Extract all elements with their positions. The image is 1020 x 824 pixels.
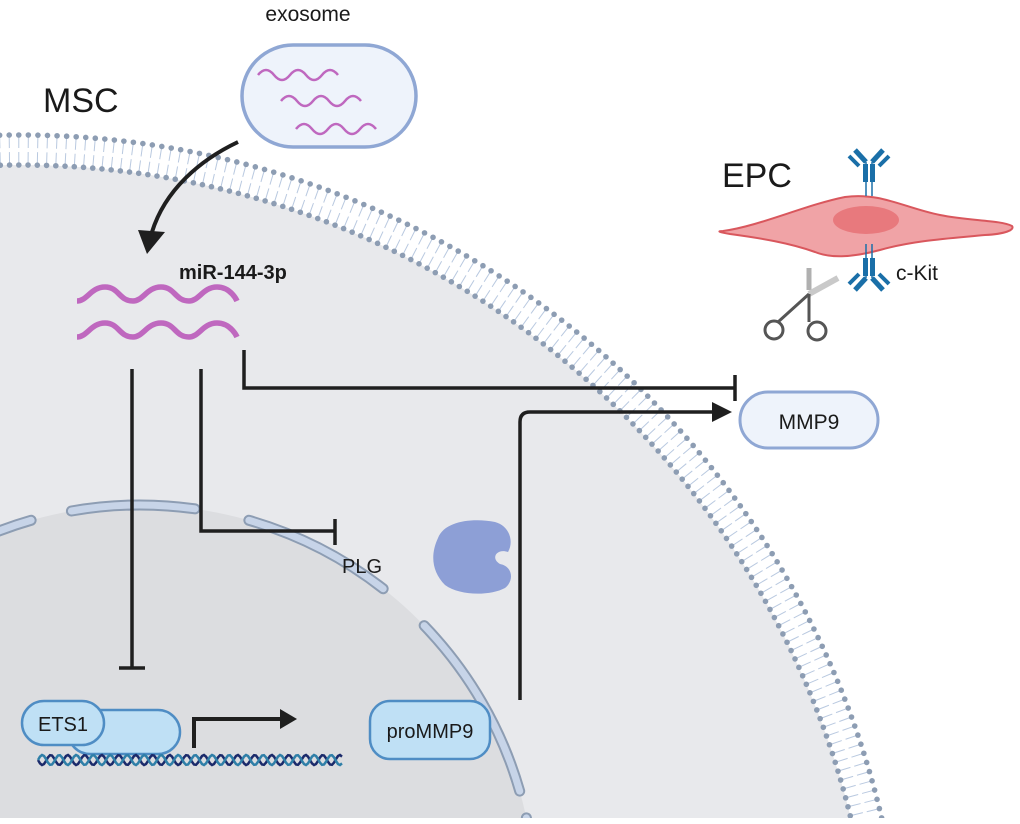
prommp9-label: proMMP9 [387,721,474,743]
transcription-arrowhead [280,709,297,729]
dna-helix-icon [36,753,343,767]
plasminogen-protein-icon [433,520,512,594]
inhibition-ets1 [119,369,145,670]
exosome-vesicle-icon [240,43,418,149]
mirna-label: miR-144-3p [179,262,287,284]
prommp9-protein: proMMP9 [368,699,492,761]
exosome-label: exosome [265,3,350,26]
lipid-bilayer-icon [0,132,885,818]
delivery-arrowhead [138,230,165,254]
antibody-receptor-icon [847,244,891,292]
mmp9-label: MMP9 [779,411,840,434]
ets1-complex: ETS1 [20,699,182,756]
ets1-label: ETS1 [38,714,88,736]
plg-label: PLG [342,556,382,578]
mmp9-protein: MMP9 [738,390,880,450]
activation-mmp9 [518,410,712,700]
msc-label: MSC [43,82,119,120]
transcription-arrow [192,717,280,748]
inhibition-plg [199,369,337,545]
activation-mmp9-arrowhead [712,402,732,422]
mirna-strand-icon [76,284,240,340]
ckit-label: c-Kit [896,262,938,285]
scissors-icon [763,268,840,342]
epc-label: EPC [722,157,792,195]
delivery-arrow [150,140,239,233]
inhibition-mmp9 [242,350,737,401]
antibody-receptor-icon [847,148,891,196]
endothelial-progenitor-cell-icon [718,195,1014,258]
